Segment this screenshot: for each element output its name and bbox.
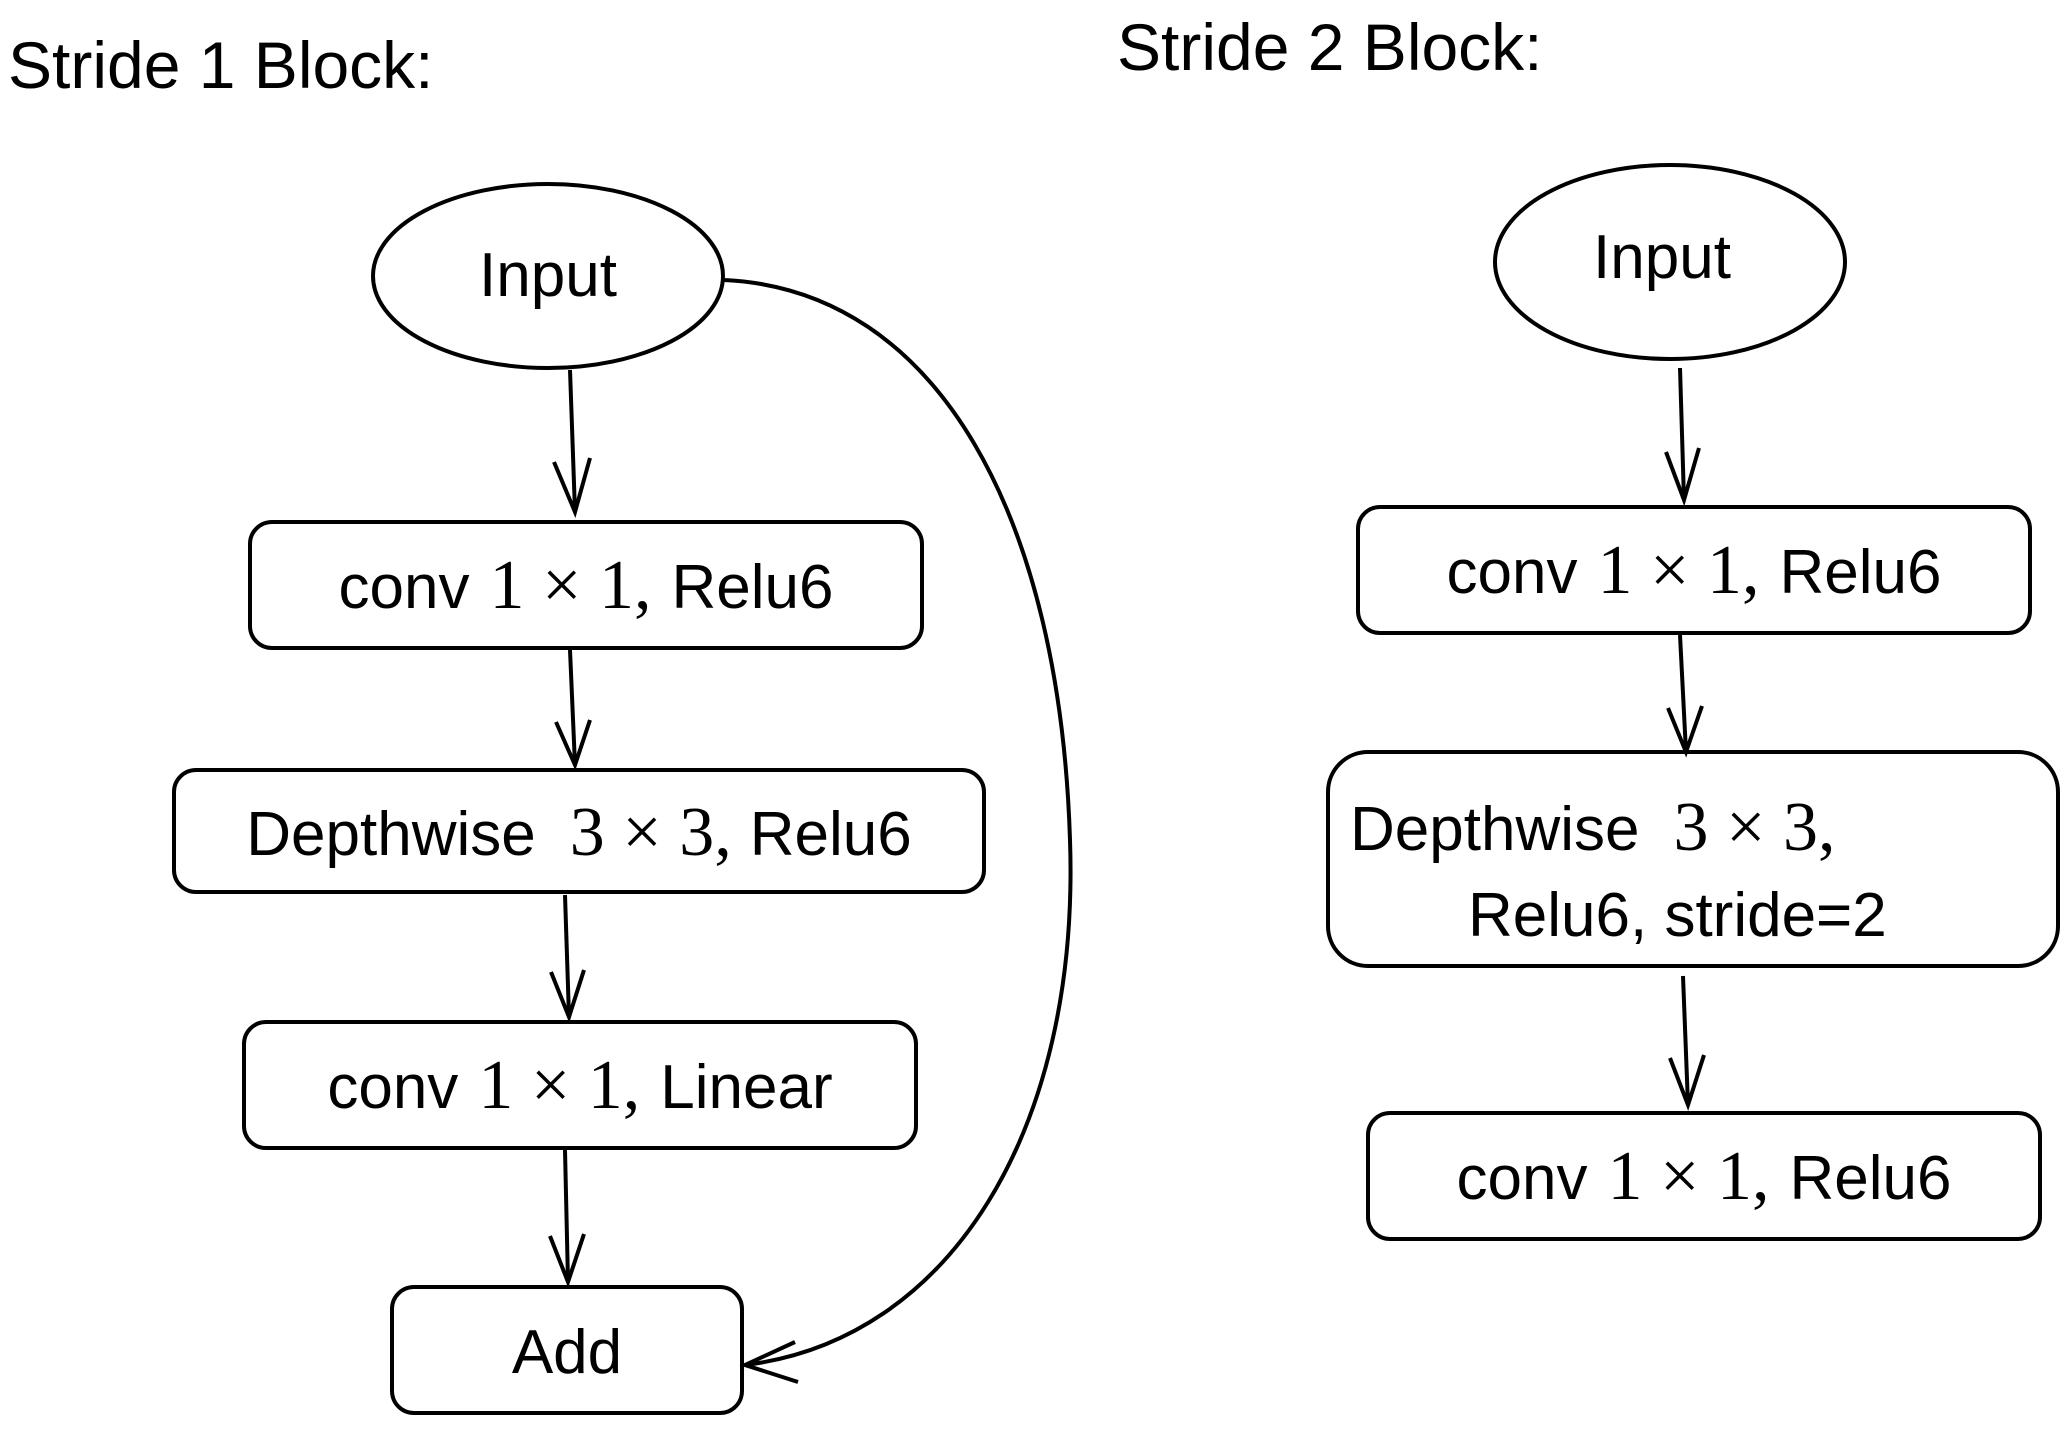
stride1-conv1-op: conv (339, 553, 470, 622)
stride1-conv2-kernel: 1 × 1, (478, 1047, 640, 1124)
svg-text:conv 1 × 1, Re: conv 1 × 1, Relu6 (339, 547, 834, 624)
stride1-depthwise-activation: Relu6 (750, 800, 912, 869)
stride2-conv1-kernel: 1 × 1, (1597, 532, 1759, 609)
stride1-arrow-conv2-add (548, 1149, 586, 1288)
svg-text:conv 1 × 1, Re: conv 1 × 1, Relu6 (1447, 532, 1942, 609)
stride2-panel: Stride 2 Block: Input conv 1 × 1, Relu6 … (1117, 10, 2060, 1241)
svg-text:conv 1 × 1, Re: conv 1 × 1, Relu6 (1457, 1138, 1952, 1215)
stride2-conv1-op: conv (1447, 538, 1578, 607)
stride2-conv2-op: conv (1457, 1144, 1588, 1213)
stride2-depthwise-node: Depthwise 3 × 3, Relu6, stride=2 (1326, 750, 2060, 968)
stride2-arrow-conv1-depthwise (1666, 634, 1704, 758)
stride1-skip-connection (723, 278, 1073, 1384)
stride2-title: Stride 2 Block: (1117, 10, 1543, 84)
stride1-input-label: Input (479, 241, 617, 310)
stride1-arrow-input-conv1 (552, 369, 592, 519)
stride1-conv1-node: conv 1 × 1, Relu6 (248, 520, 924, 650)
stride2-depthwise-kernel: 3 × 3, (1673, 789, 1835, 866)
stride2-arrow-depthwise-conv2 (1668, 975, 1706, 1112)
stride1-add-label: Add (512, 1318, 622, 1387)
stride1-conv2-node: conv 1 × 1, Linear (242, 1020, 918, 1150)
stride2-input-label: Input (1593, 223, 1731, 292)
svg-text:conv 1 × 1, Li: conv 1 × 1, Linear (327, 1047, 832, 1124)
stride2-conv1-node: conv 1 × 1, Relu6 (1356, 505, 2032, 635)
stride1-arrow-conv1-depthwise (554, 649, 592, 771)
stride2-depthwise-op: Depthwise (1350, 795, 1639, 864)
stride1-panel: Stride 1 Block: Input conv 1 × 1, Relu6 … (8, 28, 1073, 1415)
stride2-depthwise-line2: Relu6, stride=2 (1468, 881, 1887, 950)
stride1-depthwise-node: Depthwise 3 × 3, Relu6 (172, 768, 986, 894)
stride2-arrow-input-conv1 (1664, 367, 1701, 507)
stride1-conv2-activation: Linear (660, 1053, 832, 1122)
svg-text:Depthwise 3 × 3,: Depthwise 3 × 3, Relu6 (246, 794, 911, 871)
stride1-conv1-activation: Relu6 (671, 553, 833, 622)
stride1-add-node: Add (390, 1285, 744, 1415)
svg-text:Depthwise 3 × 3,: Depthwise 3 × 3, (1350, 789, 1835, 866)
stride1-depthwise-kernel: 3 × 3, (570, 794, 732, 871)
stride2-conv2-node: conv 1 × 1, Relu6 (1366, 1111, 2042, 1241)
stride1-input-node: Input (371, 182, 725, 370)
stride2-conv2-activation: Relu6 (1789, 1144, 1951, 1213)
stride2-conv2-kernel: 1 × 1, (1607, 1138, 1769, 1215)
stride1-arrow-depthwise-conv2 (549, 894, 586, 1023)
stride2-conv1-activation: Relu6 (1779, 538, 1941, 607)
stride1-title: Stride 1 Block: (8, 28, 434, 102)
stride2-input-node: Input (1493, 163, 1847, 361)
stride1-conv2-op: conv (327, 1053, 458, 1122)
stride1-conv1-kernel: 1 × 1, (489, 547, 651, 624)
stride1-depthwise-op: Depthwise (246, 800, 535, 869)
